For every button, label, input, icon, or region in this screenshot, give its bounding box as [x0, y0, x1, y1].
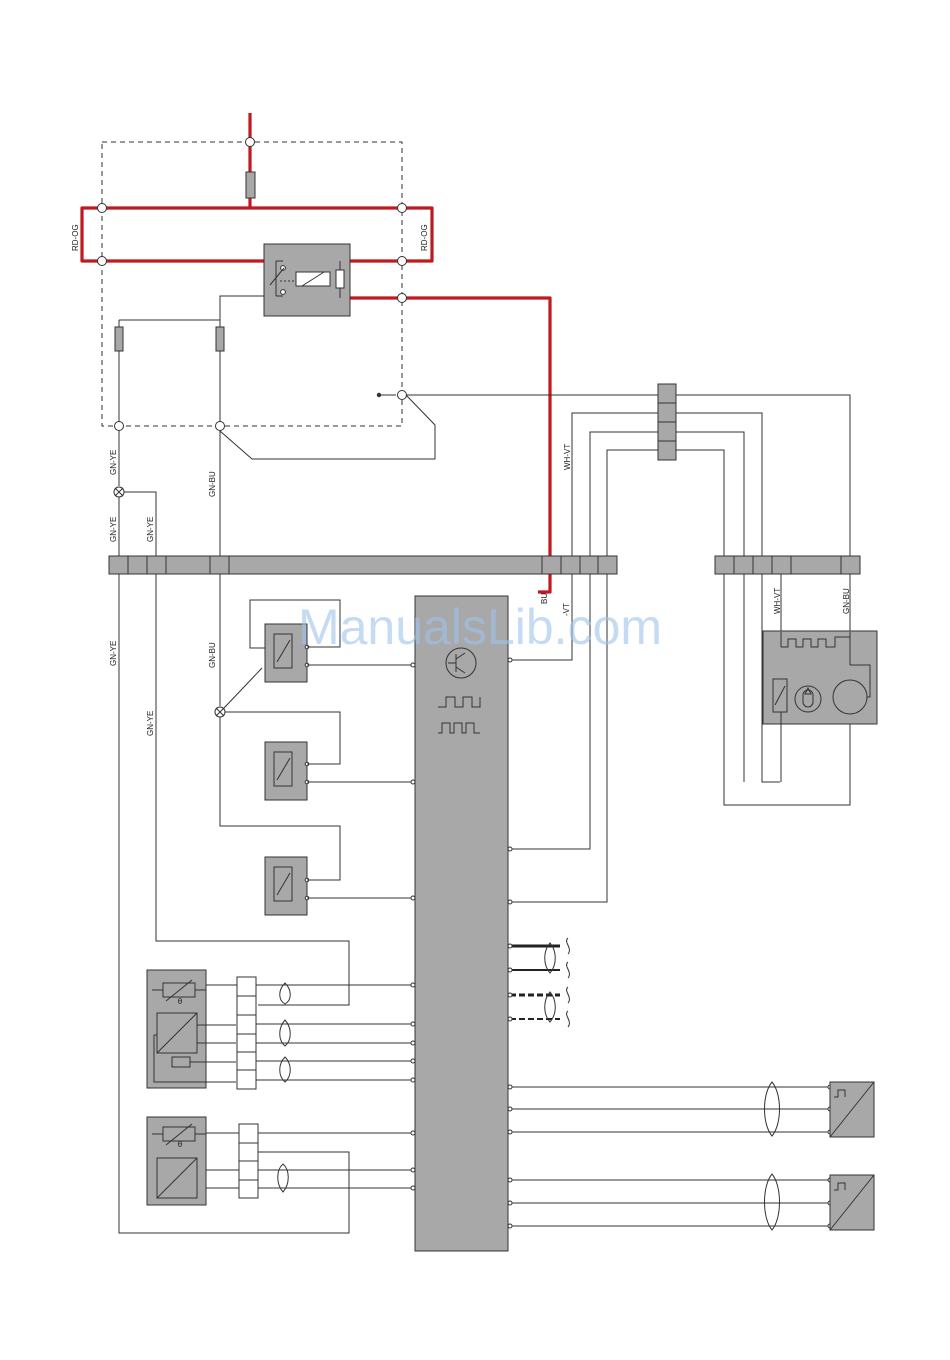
label-gn-ye-a: GN-YE — [109, 517, 118, 542]
relay-3 — [265, 857, 309, 915]
junction-gn-ye — [115, 422, 124, 431]
label-wh-vt-upper: WH-VT — [563, 444, 572, 470]
can-bus-lines — [508, 938, 569, 1027]
label-gn-bu-mid: GN-BU — [208, 642, 217, 668]
junction-mr — [398, 257, 407, 266]
label-gn-bu-upper: GN-BU — [208, 471, 217, 497]
sensor-1-connector — [237, 977, 256, 1089]
wire-to-pump-a — [676, 413, 780, 782]
sensor-1: θ — [147, 970, 236, 1088]
label-rd-og-left: RD-OG — [71, 224, 80, 251]
sensor-2-connector — [239, 1124, 258, 1198]
fuse-gn-ye — [115, 327, 123, 351]
speed-sensor-2 — [830, 1175, 874, 1230]
relay-diode — [336, 270, 344, 288]
bulkhead-connector-pump — [715, 556, 860, 574]
sensor-2: θ — [147, 1117, 206, 1205]
thermistor-symbol: θ — [178, 997, 183, 1006]
junction-gn-bu — [216, 422, 225, 431]
relay-control-wire — [220, 296, 264, 320]
fuse-gn-bu — [216, 327, 224, 351]
wire-to-pump-c — [676, 450, 850, 805]
wire-wh-vt-a — [572, 413, 658, 556]
junction-tr — [398, 204, 407, 213]
rd-og-loop-left — [82, 208, 102, 261]
splice-gn-bu — [215, 707, 225, 717]
splice-gn-ye — [114, 487, 124, 497]
label-gn-bu-right: GN-BU — [842, 588, 851, 614]
junction-relay-out — [398, 294, 407, 303]
label-gn-ye-long: GN-YE — [109, 641, 118, 666]
junction-tl — [98, 204, 107, 213]
main-relay — [220, 244, 350, 320]
relay-2 — [265, 742, 309, 800]
twisted-pair-icon — [765, 1174, 780, 1230]
switch-return-wire — [220, 395, 435, 459]
inline-connector — [658, 384, 676, 460]
speed-sensor-1 — [830, 1082, 874, 1137]
fuel-pump-unit — [763, 631, 877, 782]
wire-to-pump-connector — [406, 395, 850, 570]
junction-switch — [398, 391, 407, 400]
control-module — [415, 596, 508, 1251]
relay-output-wire — [350, 298, 550, 570]
label-wh-vt-right: WH-VT — [773, 588, 782, 614]
thermistor-symbol-2: θ — [178, 1140, 183, 1149]
wire-b — [590, 432, 658, 556]
watermark: ManualsLib.com — [298, 599, 662, 655]
wire-c — [607, 450, 658, 556]
twisted-pair-icon — [280, 983, 291, 1004]
wire-to-pump-b — [676, 432, 744, 782]
junction-ml — [98, 257, 107, 266]
label-rd-og-right: RD-OG — [420, 224, 429, 251]
main-fuse — [246, 172, 255, 198]
label-gn-ye-b: GN-YE — [146, 517, 155, 542]
label-gn-ye-mid: GN-YE — [146, 711, 155, 736]
bulkhead-connector-main — [109, 556, 617, 574]
label-gn-ye-upper: GN-YE — [109, 450, 118, 475]
junction-feed-top — [246, 138, 255, 147]
